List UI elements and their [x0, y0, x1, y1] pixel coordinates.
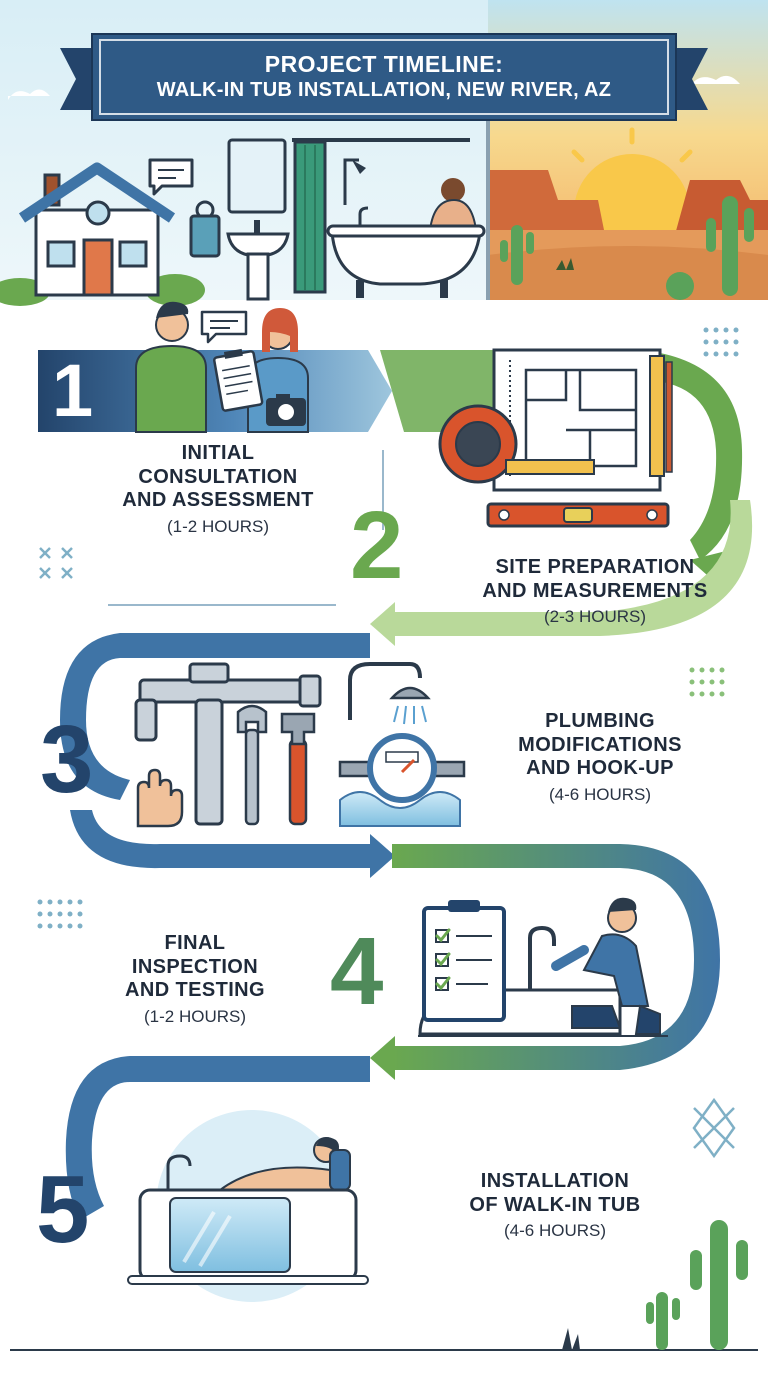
checklist-icon [422, 900, 506, 1022]
mesa-icon [488, 170, 604, 230]
step-5-title-line: OF WALK-IN TUB [469, 1193, 641, 1216]
step-2-title-line: SITE PREPARATION [495, 556, 695, 578]
shower-head-icon [343, 158, 366, 205]
wrench-icon [236, 704, 268, 826]
step-3-label: PLUMBING MODIFICATIONS AND HOOK-UP (4-6 … [470, 710, 730, 806]
step-1-duration: (1-2 HOURS) [166, 516, 269, 536]
arrow-left-icon [370, 602, 395, 646]
shower-head-icon [348, 662, 431, 725]
decor-crosses [692, 1097, 736, 1159]
step-1-title-line: INITIAL [181, 442, 255, 464]
cloud-icon [690, 75, 740, 86]
step-4-label: FINAL INSPECTION AND TESTING (1-2 HOURS) [70, 932, 320, 1028]
step-4-title-line: FINAL [164, 932, 226, 954]
decor-dots [689, 667, 725, 697]
step-1-label: INITIAL CONSULTATION AND ASSESSMENT (1-2… [68, 442, 368, 538]
title-line-2: WALK-IN TUB INSTALLATION, NEW RIVER, AZ [156, 79, 612, 102]
grass-icon [556, 258, 574, 270]
tape-measure-icon [438, 404, 595, 484]
hand-icon [136, 768, 184, 828]
step-2-label: SITE PREPARATION AND MEASUREMENTS (2-3 H… [440, 556, 750, 628]
cactus-icon [500, 196, 754, 300]
arrow-right-icon [370, 834, 395, 878]
step-4-number: 4 [330, 918, 384, 1025]
page-title: PROJECT TIMELINE: WALK-IN TUB INSTALLATI… [92, 34, 676, 120]
step-3-duration: (4-6 HOURS) [548, 784, 651, 804]
sink-icon [226, 220, 290, 301]
grass-icon [562, 1328, 580, 1350]
title-line-1: PROJECT TIMELINE: [264, 50, 504, 77]
step-1-number: 1 [52, 349, 94, 432]
step-5-label: INSTALLATION OF WALK-IN TUB (4-6 HOURS) [430, 1170, 680, 1242]
step-4-title-line: AND TESTING [125, 979, 265, 1002]
decor-dots [37, 899, 83, 929]
step-3-title-line: AND HOOK-UP [526, 757, 674, 780]
chat-bubble-icon [200, 310, 248, 344]
title-banner [60, 33, 708, 121]
camera-icon [266, 394, 306, 426]
shower-curtain-icon [292, 138, 470, 294]
decor-crosses [39, 547, 73, 579]
step-2-title-line: AND MEASUREMENTS [482, 579, 708, 602]
bathtub-icon [127, 1149, 369, 1285]
consultation-illustration [135, 301, 309, 433]
pipe-wrench-icon [280, 712, 316, 826]
step-4-title-line: INSPECTION [131, 955, 259, 978]
towel-icon [189, 200, 221, 258]
pipe-icon [134, 662, 322, 826]
bathtub-icon [326, 178, 486, 298]
walk-in-tub-illustration [127, 1110, 369, 1302]
water-meter-icon [338, 733, 466, 827]
house-icon [0, 162, 205, 306]
step-5-duration: (4-6 HOURS) [503, 1221, 606, 1241]
step-4-duration: (1-2 HOURS) [143, 1006, 246, 1026]
inspection-illustration [418, 897, 668, 1037]
measurements-illustration [438, 348, 673, 528]
clipboard-icon [213, 348, 264, 412]
arrow-left-icon [370, 1036, 395, 1080]
step-2-number: 2 [350, 492, 404, 599]
step-3-title-line: PLUMBING [545, 710, 655, 732]
step-5-title-line: INSTALLATION [480, 1170, 630, 1192]
step-3-title-line: MODIFICATIONS [518, 733, 682, 756]
step-1-title-line: AND ASSESSMENT [122, 489, 314, 512]
ruler-icon [649, 355, 673, 477]
decor-dots [703, 327, 739, 357]
step-5-number: 5 [36, 1156, 90, 1263]
mirror-icon [227, 138, 287, 214]
step-3-number: 3 [40, 706, 94, 813]
step-2-duration: (2-3 HOURS) [543, 607, 646, 627]
chat-bubble-icon [148, 158, 194, 196]
faucet-icon [528, 925, 556, 990]
level-tool-icon [486, 502, 670, 528]
plumber-icon [551, 897, 661, 1035]
header-scene [0, 0, 768, 306]
cactus-icon [646, 1220, 748, 1350]
plumbing-illustration [134, 662, 466, 828]
step-1-title-line: CONSULTATION [138, 465, 298, 488]
cloud-icon [8, 89, 50, 100]
